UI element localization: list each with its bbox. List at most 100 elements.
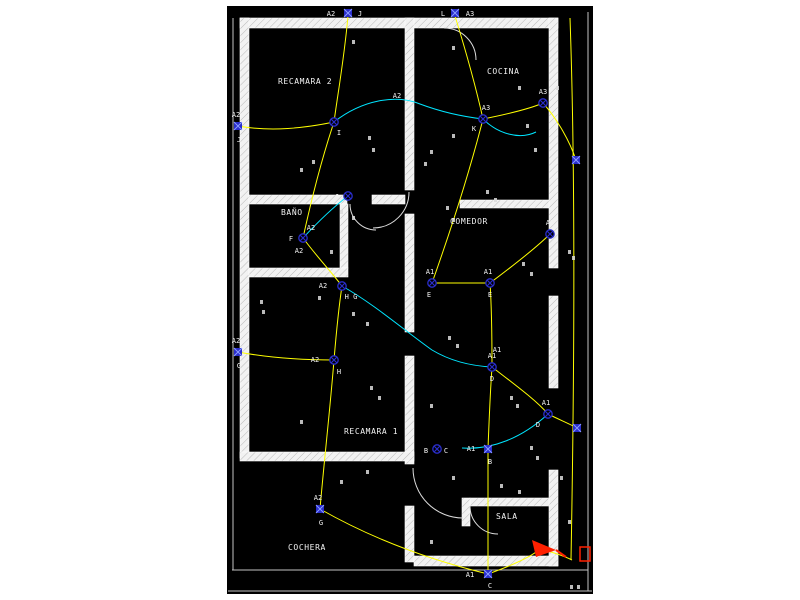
box-cross-icon [343, 8, 353, 18]
wires-layer [237, 15, 578, 575]
box-cross-icon [572, 423, 582, 433]
box-cross-icon [483, 569, 493, 579]
room-label-cochera: COCHERA [288, 543, 326, 552]
circuit-label: B [488, 458, 492, 466]
lamp-symbol: A2H [311, 355, 341, 376]
wire-label: A1 [493, 346, 501, 354]
room-label-sala: SALA [496, 512, 518, 521]
box-cross-icon [233, 347, 243, 357]
yellow-wire [237, 121, 335, 130]
cyan-wire [482, 118, 537, 136]
wall-segment [371, 194, 406, 205]
circuit-label: A1 [467, 445, 475, 453]
outlet-box-symbol: A2G [232, 337, 243, 370]
tick-mark [366, 470, 369, 474]
circuit-label: A2 [307, 224, 315, 232]
tick-mark [570, 585, 573, 589]
circuit-label: A3 [539, 88, 547, 96]
circuit-label: G [319, 519, 323, 527]
circuit-label: E [488, 291, 492, 299]
lamp-cross-icon [330, 356, 338, 364]
lamp-cross-icon [428, 279, 436, 287]
lamp-symbol: A1D [487, 352, 497, 383]
door-arc [372, 191, 410, 229]
cyan-wire [302, 195, 349, 239]
yellow-wire [237, 351, 335, 361]
tick-mark [352, 216, 355, 220]
tick-mark [300, 420, 303, 424]
lamp-symbol: A1D [536, 399, 553, 429]
circuit-label: K [472, 125, 477, 133]
circuit-label: A2 [327, 10, 335, 18]
service-arrow-icon [532, 540, 556, 557]
circuit-label: E [427, 291, 431, 299]
circuit-label: A1 [542, 399, 550, 407]
circuit-label: A3 [546, 219, 554, 227]
circuit-label: A1 [488, 352, 496, 360]
tick-mark [430, 540, 433, 544]
circuit-label: A2 [314, 494, 322, 502]
yellow-wire [333, 285, 343, 361]
tick-mark [518, 86, 521, 90]
tick-mark [378, 396, 381, 400]
wall-segment [239, 451, 415, 462]
yellow-wire [333, 15, 349, 123]
lamp-cross-icon [486, 279, 494, 287]
lamp-symbol: J [335, 191, 353, 201]
tick-mark [352, 40, 355, 44]
tick-mark [370, 386, 373, 390]
circuit-label: G [237, 362, 241, 370]
yellow-wire [491, 366, 549, 415]
circuit-label: A2 [232, 111, 240, 119]
circuit-label: D [536, 421, 540, 429]
cyan-wire [333, 98, 484, 123]
wall-segment [459, 199, 550, 209]
outlet-box-symbol: A2 J [327, 8, 362, 18]
circuit-label: F [289, 235, 293, 243]
lamp-cross-icon [338, 282, 346, 290]
door-arc [469, 505, 499, 535]
yellow-wire [431, 118, 484, 284]
lamp-cross-icon [433, 445, 441, 453]
outlet-box-symbol [571, 155, 581, 165]
circuit-label: A1 [466, 571, 474, 579]
tick-mark [446, 206, 449, 210]
tick-mark [300, 168, 303, 172]
tick-mark [340, 480, 343, 484]
wall-segment [469, 497, 550, 507]
tick-mark [368, 136, 371, 140]
tick-mark [494, 198, 497, 202]
room-label-recamara-1: RECAMARA 1 [344, 427, 398, 436]
tick-mark [330, 250, 333, 254]
wall-segment [239, 17, 559, 29]
circuit-label: J [358, 10, 362, 18]
tick-mark [522, 262, 525, 266]
tick-mark [536, 456, 539, 460]
lamp-cross-icon [539, 99, 547, 107]
tick-mark [526, 124, 529, 128]
lamp-symbol: A3 [538, 88, 548, 108]
room-label-recamara-2: RECAMARA 2 [278, 77, 332, 86]
circuit-label: A2 [295, 247, 303, 255]
tick-mark [340, 210, 343, 214]
room-label-bano: BAÑO [281, 207, 303, 217]
lamp-symbol: A3 [545, 219, 555, 239]
circuit-label: A2 [311, 356, 319, 364]
lamp-cross-icon [479, 115, 487, 123]
boundary-layer [228, 12, 592, 592]
tick-mark [448, 336, 451, 340]
yellow-wire [489, 233, 551, 284]
tick-mark [366, 322, 369, 326]
circuit-label: C [444, 447, 448, 455]
lamp-cross-icon [330, 118, 338, 126]
box-cross-icon [233, 121, 243, 131]
outlet-box-symbol: A1B [467, 444, 493, 466]
room-label-cocina: COCINA [487, 67, 520, 76]
